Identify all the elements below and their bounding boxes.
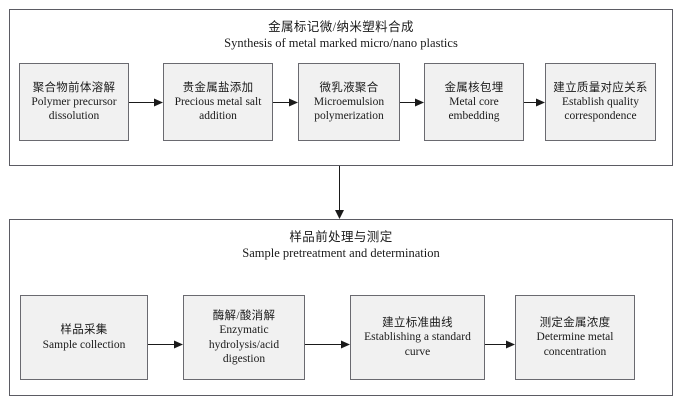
arrow-panel-synthesis-to-pretreatment [335, 166, 344, 219]
node-sample-collection[interactable]: 样品采集 Sample collection [20, 295, 148, 380]
node-label-zh: 测定金属浓度 [539, 317, 611, 330]
node-label-zh: 微乳液聚合 [319, 81, 379, 94]
node-label-en: Enzymatic hydrolysis/acid digestion [208, 324, 280, 365]
arrow-pretreatment-1-to-2 [148, 340, 183, 349]
node-label-en: Polymer precursor dissolution [31, 95, 117, 122]
node-label-en: Establish quality correspondence [562, 95, 639, 122]
arrow-pretreatment-3-to-4 [485, 340, 515, 349]
node-label-zh: 样品采集 [60, 324, 108, 337]
node-precious-metal-salt-addition[interactable]: 贵金属盐添加 Precious metal salt addition [163, 63, 273, 141]
panel-pretreatment-title: 样品前处理与测定 Sample pretreatment and determi… [10, 229, 672, 261]
node-establish-quality-correspondence[interactable]: 建立质量对应关系 Establish quality correspondenc… [545, 63, 656, 141]
node-metal-core-embedding[interactable]: 金属核包埋 Metal core embedding [424, 63, 524, 141]
node-label-en: Sample collection [42, 338, 126, 351]
arrow-synthesis-2-to-3 [273, 98, 298, 107]
arrow-synthesis-3-to-4 [400, 98, 424, 107]
node-label-zh: 建立标准曲线 [382, 317, 453, 330]
panel-pretreatment-title-zh: 样品前处理与测定 [289, 230, 393, 244]
node-microemulsion-polymerization[interactable]: 微乳液聚合 Microemulsion polymerization [298, 63, 400, 141]
node-label-en: Establishing a standard curve [364, 331, 471, 358]
panel-pretreatment-title-en: Sample pretreatment and determination [242, 246, 440, 260]
node-label-en: Metal core embedding [448, 95, 500, 122]
node-label-zh: 聚合物前体溶解 [32, 81, 116, 94]
panel-synthesis-title-zh: 金属标记微/纳米塑料合成 [268, 20, 414, 34]
arrow-synthesis-4-to-5 [524, 98, 545, 107]
node-label-zh: 建立质量对应关系 [553, 81, 648, 94]
node-enzymatic-hydrolysis-acid-digestion[interactable]: 酶解/酸消解 Enzymatic hydrolysis/acid digesti… [183, 295, 305, 380]
node-label-zh: 贵金属盐添加 [182, 81, 254, 94]
node-label-zh: 金属核包埋 [444, 81, 504, 94]
node-polymer-precursor-dissolution[interactable]: 聚合物前体溶解 Polymer precursor dissolution [19, 63, 129, 141]
node-label-en: Determine metal concentration [536, 331, 614, 358]
arrow-synthesis-1-to-2 [129, 98, 163, 107]
node-label-en: Precious metal salt addition [174, 95, 262, 122]
node-establishing-standard-curve[interactable]: 建立标准曲线 Establishing a standard curve [350, 295, 485, 380]
node-label-zh: 酶解/酸消解 [212, 310, 276, 323]
node-determine-metal-concentration[interactable]: 测定金属浓度 Determine metal concentration [515, 295, 635, 380]
arrow-pretreatment-2-to-3 [305, 340, 350, 349]
panel-synthesis-title-en: Synthesis of metal marked micro/nano pla… [224, 36, 458, 50]
node-label-en: Microemulsion polymerization [313, 95, 385, 122]
panel-synthesis-title: 金属标记微/纳米塑料合成 Synthesis of metal marked m… [10, 19, 672, 51]
